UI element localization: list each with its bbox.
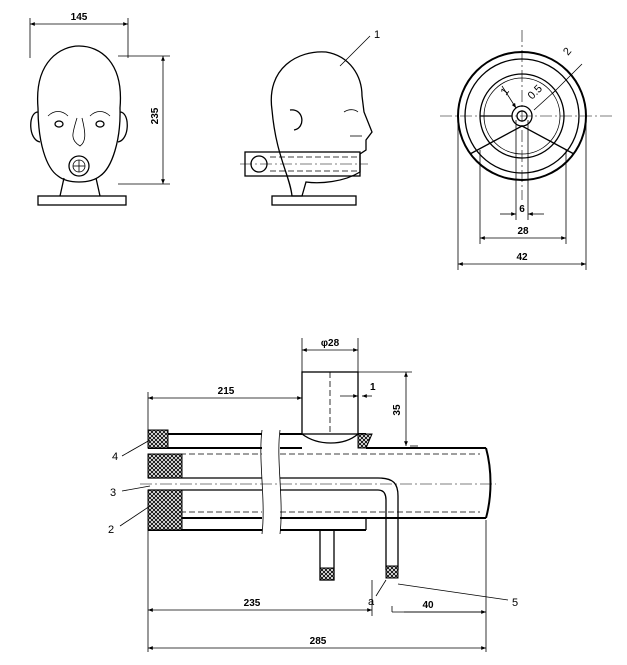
section-dim-40: 40: [422, 600, 434, 611]
section-dim-285: 285: [310, 636, 327, 647]
section-dim-1: 1: [370, 382, 376, 393]
seal-4: [147, 429, 169, 449]
seal-3: [147, 453, 183, 479]
label-2: 2: [108, 524, 114, 536]
section-dim-35: 35: [392, 404, 403, 416]
section-dim-215: 215: [218, 386, 235, 397]
top-dim-28: 28: [517, 226, 529, 237]
section-view: φ28 1 35 215: [108, 338, 518, 652]
label-4: 4: [112, 451, 118, 463]
main-tube: [140, 429, 496, 535]
head-side: [270, 51, 373, 206]
tube-side: [240, 151, 368, 177]
side-view: 1: [240, 29, 380, 206]
head-front: [30, 45, 128, 206]
front-height-dim: 235: [150, 107, 161, 124]
top-callout-2: 2: [561, 46, 574, 58]
section-dim-phi28: φ28: [321, 338, 340, 349]
front-view: 145 235: [29, 12, 170, 206]
section-dim-235: 235: [244, 598, 261, 609]
top-dim-6: 6: [519, 204, 525, 215]
sampling-tube: [310, 518, 367, 581]
seal-2: [147, 489, 183, 531]
top-view: 1 0.5 2 6 28 42: [440, 30, 612, 270]
top-dim-42: 42: [516, 252, 528, 263]
side-callout-1: 1: [374, 29, 380, 41]
label-a: a: [368, 596, 375, 608]
label-5: 5: [512, 597, 518, 609]
seal-5: [385, 565, 399, 579]
inner-tube: [148, 477, 399, 570]
top-callout-1: 1: [499, 86, 512, 98]
seal-top: [357, 433, 373, 449]
top-dim-0-5: 0.5: [526, 83, 545, 102]
label-3: 3: [110, 487, 116, 499]
front-width-dim: 145: [71, 12, 88, 23]
